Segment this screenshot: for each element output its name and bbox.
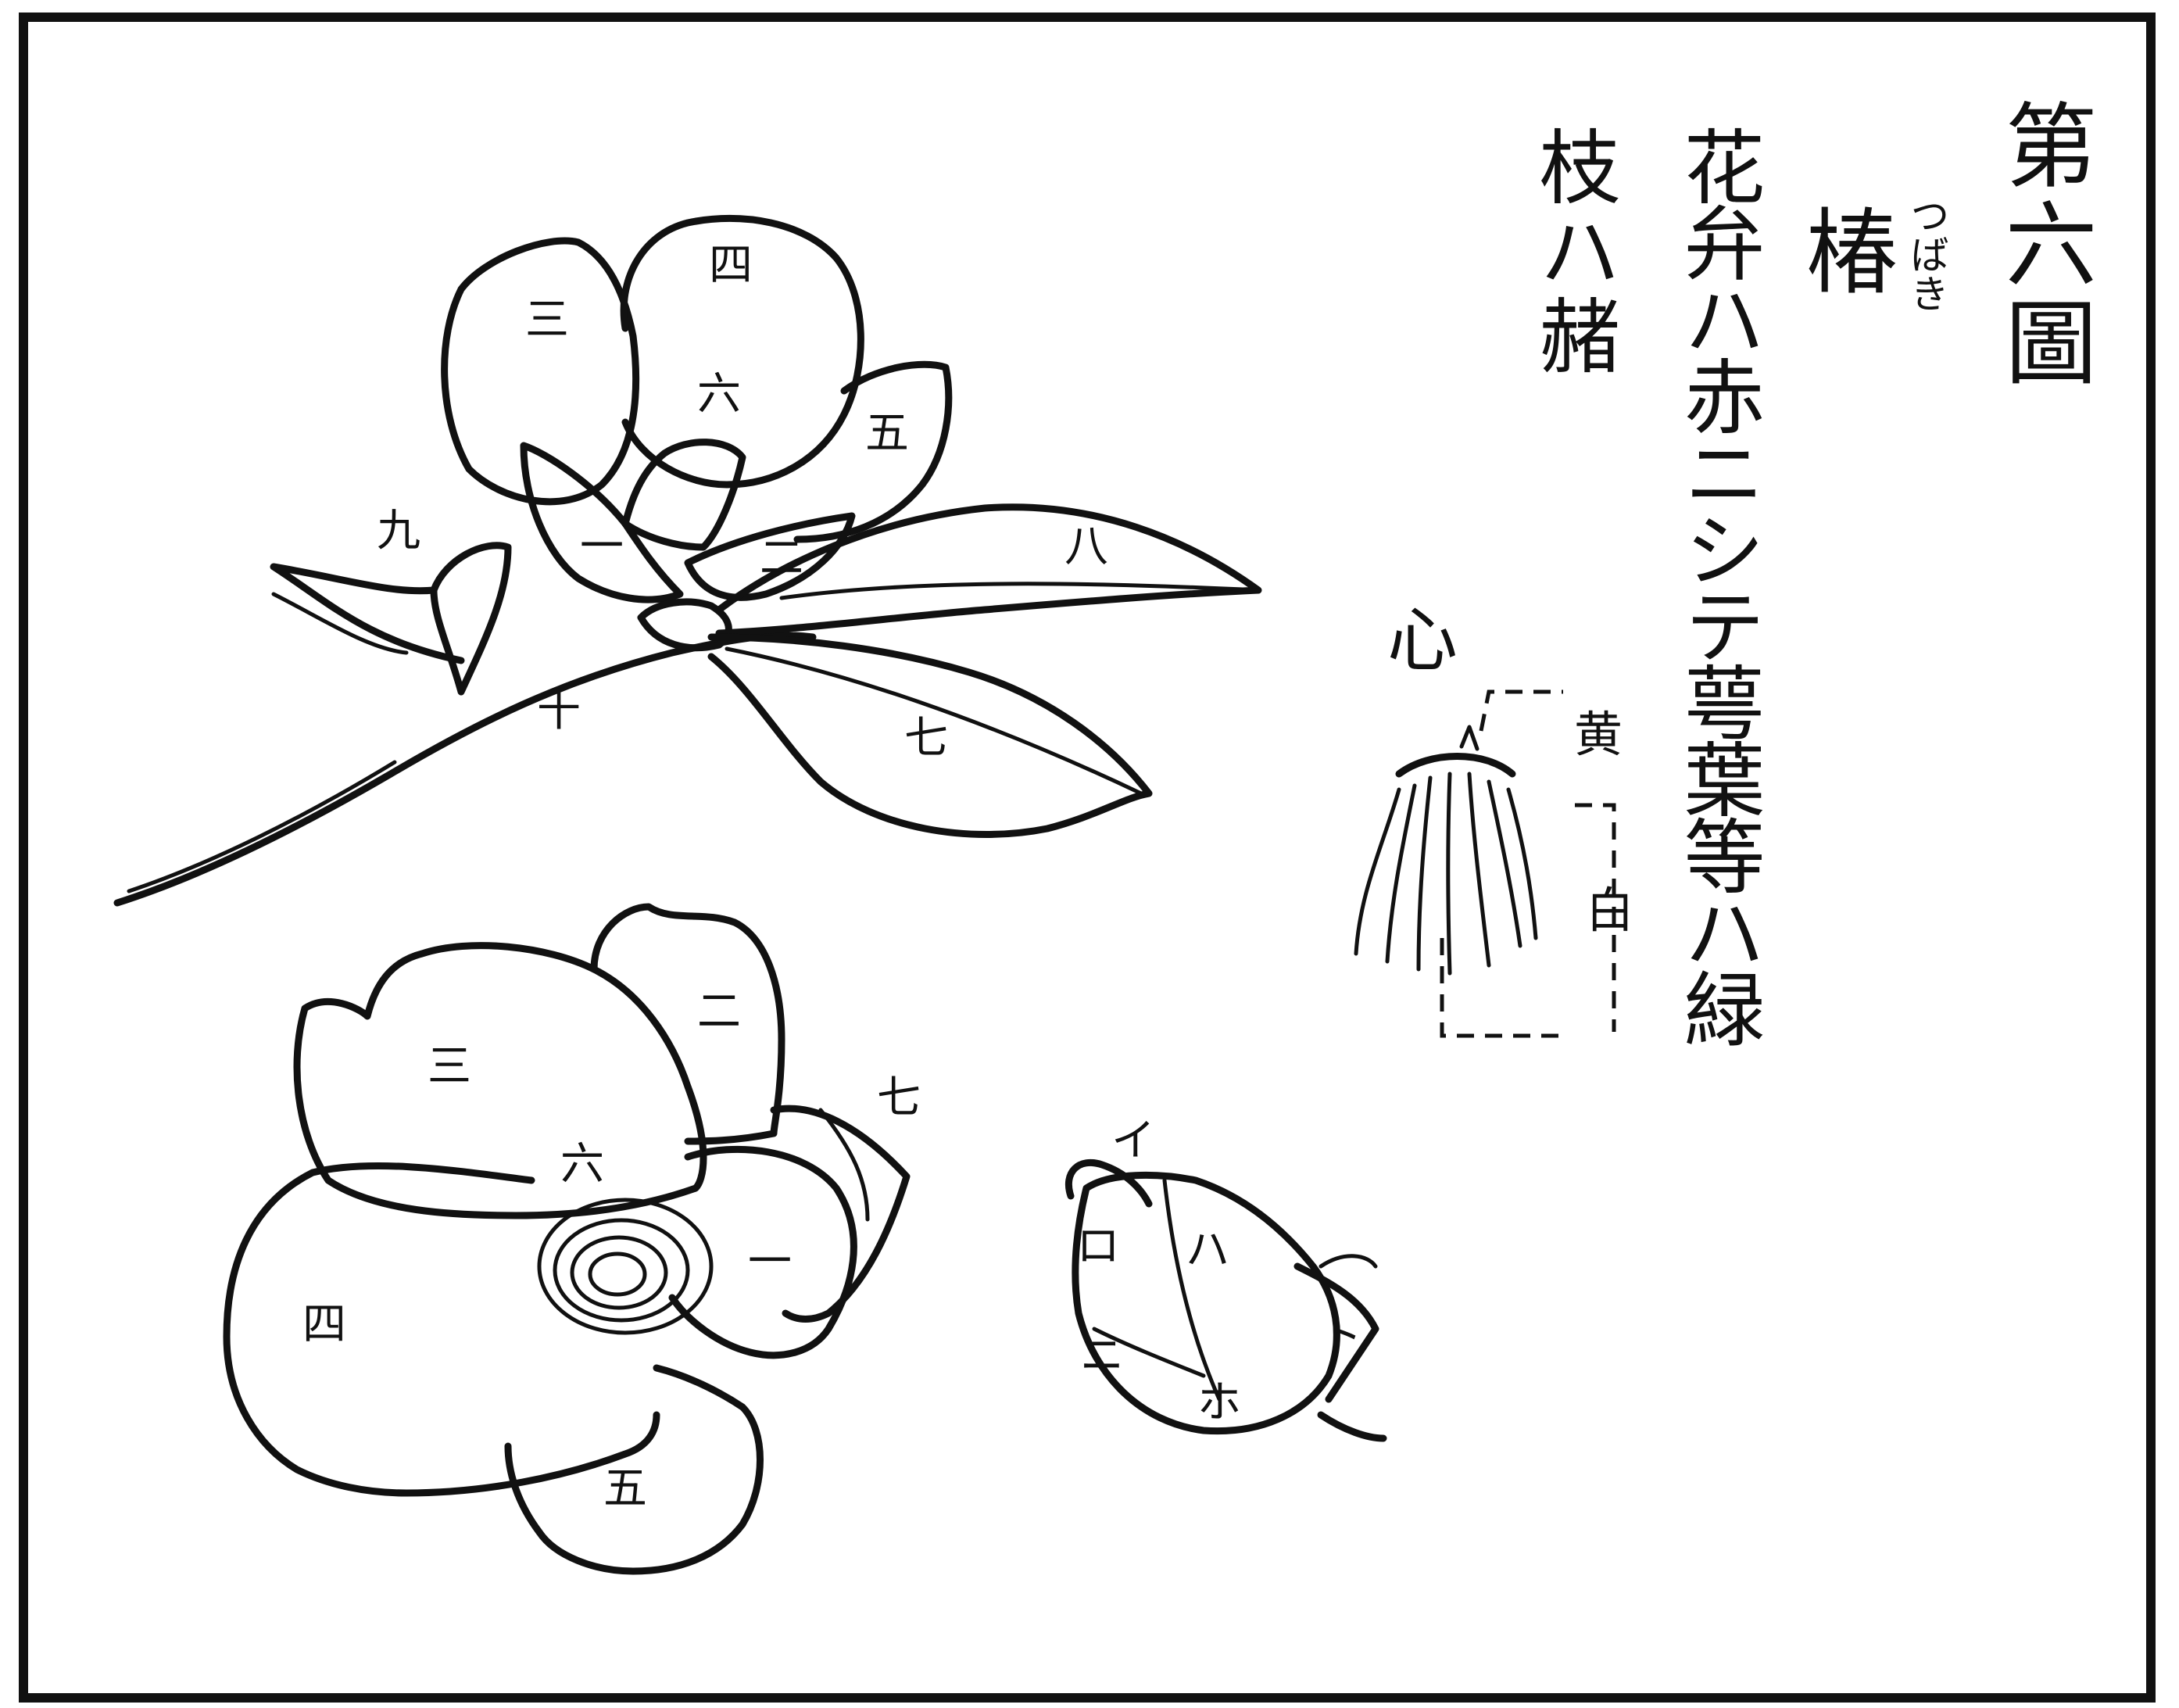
stamen-label-white: 白: [1585, 882, 1635, 939]
plant-name: 椿: [1790, 203, 1898, 302]
front-label-sepal-7: 七: [877, 1072, 921, 1123]
front-label-petal-3: 三: [428, 1041, 471, 1092]
front-label-petal-2: 二: [697, 986, 741, 1037]
petal-1-shape: [520, 442, 684, 603]
camellia-side-view: [113, 214, 1262, 907]
side-label-petal-5: 五: [865, 408, 909, 459]
front-petal-3-shape: [293, 942, 707, 1219]
side-label-branch-10: 十: [537, 686, 581, 736]
leaf-7-shape: [707, 633, 1153, 838]
stamen-diagram: [1354, 689, 1616, 1038]
side-label-bud-9: 九: [377, 506, 420, 557]
camellia-bud: [1064, 1158, 1387, 1442]
front-petal-5-shape: [504, 1364, 764, 1575]
front-petal-2-shape: [590, 903, 785, 1145]
stamen-label-yellow: 黄: [1573, 706, 1623, 763]
plant-name-reading: つばき: [1904, 195, 1949, 313]
petal-6-shape: [621, 439, 746, 551]
bud-body: [1072, 1171, 1340, 1435]
camellia-front-view: [223, 903, 911, 1575]
front-label-petal-4: 四: [302, 1299, 346, 1350]
caption-branch-note: 枝ハ赭: [1525, 125, 1620, 378]
petal-4-shape: [620, 214, 864, 489]
stamen-heading: 心: [1387, 600, 1458, 682]
side-label-petal-6: 六: [697, 369, 741, 420]
plate-border: [19, 13, 2156, 1703]
bud-label-ha: ハ: [1186, 1225, 1229, 1276]
side-label-petal-1: 一: [580, 521, 624, 572]
plate-title: 第六圖: [1989, 98, 2097, 393]
petal-5-shape: [793, 360, 953, 543]
calyx: [637, 598, 732, 652]
front-label-petal-1: 一: [748, 1237, 792, 1287]
bud-label-i: イ: [1111, 1115, 1155, 1166]
bud-label-ro: ロ: [1076, 1221, 1120, 1272]
bud-label-to: ト: [1318, 1311, 1362, 1362]
side-label-petal-3: 三: [525, 295, 569, 346]
side-label-leaf-7: 七: [904, 713, 948, 764]
bud-label-ho: ホ: [1197, 1377, 1241, 1428]
petal-3-shape: [441, 237, 640, 506]
bud-label-ni: ニ: [1080, 1330, 1124, 1381]
side-label-petal-4: 四: [709, 240, 753, 291]
bracket-white: [1440, 803, 1616, 1038]
front-petal-4-shape: [223, 1162, 660, 1497]
petal-2-shape: [684, 512, 856, 601]
side-label-leaf-8: 八: [1064, 521, 1108, 572]
front-label-petal-5: 五: [603, 1463, 647, 1514]
bud-9-shape: [430, 542, 512, 696]
side-label-petal-2: 二: [760, 533, 803, 584]
front-label-center-6: 六: [560, 1139, 604, 1190]
bracket-yellow: [1479, 689, 1563, 732]
front-stamen-spiral: [537, 1198, 714, 1335]
front-petal-1-shape: [668, 1145, 857, 1359]
caption-color-note: 花弁ハ赤ニシテ萼葉等ハ緑: [1669, 125, 1765, 1044]
stamen-bundle: [1354, 772, 1538, 976]
